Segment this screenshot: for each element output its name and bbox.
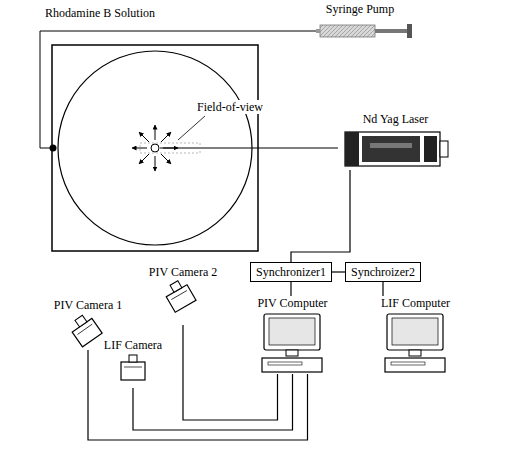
camera-cable xyxy=(88,350,308,440)
camera-symbol xyxy=(68,312,103,347)
node-label: PIV Computer xyxy=(250,296,335,310)
field-of-view-region xyxy=(140,143,200,153)
node-label: Synchronizer1 xyxy=(256,265,326,279)
node-label: LIF Camera xyxy=(98,338,168,352)
radial-arrows xyxy=(132,125,178,171)
computer-symbol xyxy=(262,314,322,372)
node-label: Syringe Pump xyxy=(300,2,420,16)
solution-label: Rhodamine B Solution xyxy=(44,6,156,20)
leader-line xyxy=(178,116,205,140)
equipment-node: LIF Computer xyxy=(373,296,458,374)
computer-symbol xyxy=(385,314,445,372)
node-label: LIF Computer xyxy=(373,296,458,310)
tube xyxy=(40,31,318,148)
laser-symbol xyxy=(345,132,448,166)
signal-cable xyxy=(332,271,345,272)
node-label: PIV Camera 1 xyxy=(50,298,126,312)
signal-cable xyxy=(382,282,383,296)
equipment-node: Syringe Pump xyxy=(300,2,420,42)
camera-symbol xyxy=(121,355,145,380)
node-label: Nd Yag Laser xyxy=(338,112,453,126)
region-label: Field-of-view xyxy=(196,100,264,114)
camera-symbol xyxy=(162,278,196,313)
camera-cable xyxy=(133,374,293,430)
synchronizer-box: Synchronizer1 xyxy=(250,262,332,282)
node-label: Synchroizer2 xyxy=(351,265,415,279)
equipment-node: PIV Computer xyxy=(250,296,335,374)
synchronizer-box: Synchroizer2 xyxy=(345,262,421,282)
equipment-node: Nd Yag Laser xyxy=(338,112,453,170)
equipment-node: LIF Camera xyxy=(98,338,168,388)
signal-cable xyxy=(291,170,350,262)
syringe-symbol xyxy=(316,24,412,38)
injection-point xyxy=(50,145,57,152)
equipment-node: PIV Camera 2 xyxy=(145,265,221,325)
signal-cable xyxy=(290,282,291,296)
center-dot xyxy=(151,144,159,152)
camera-cable xyxy=(183,325,278,420)
node-label: PIV Camera 2 xyxy=(145,265,221,279)
laser-beam xyxy=(160,148,338,149)
